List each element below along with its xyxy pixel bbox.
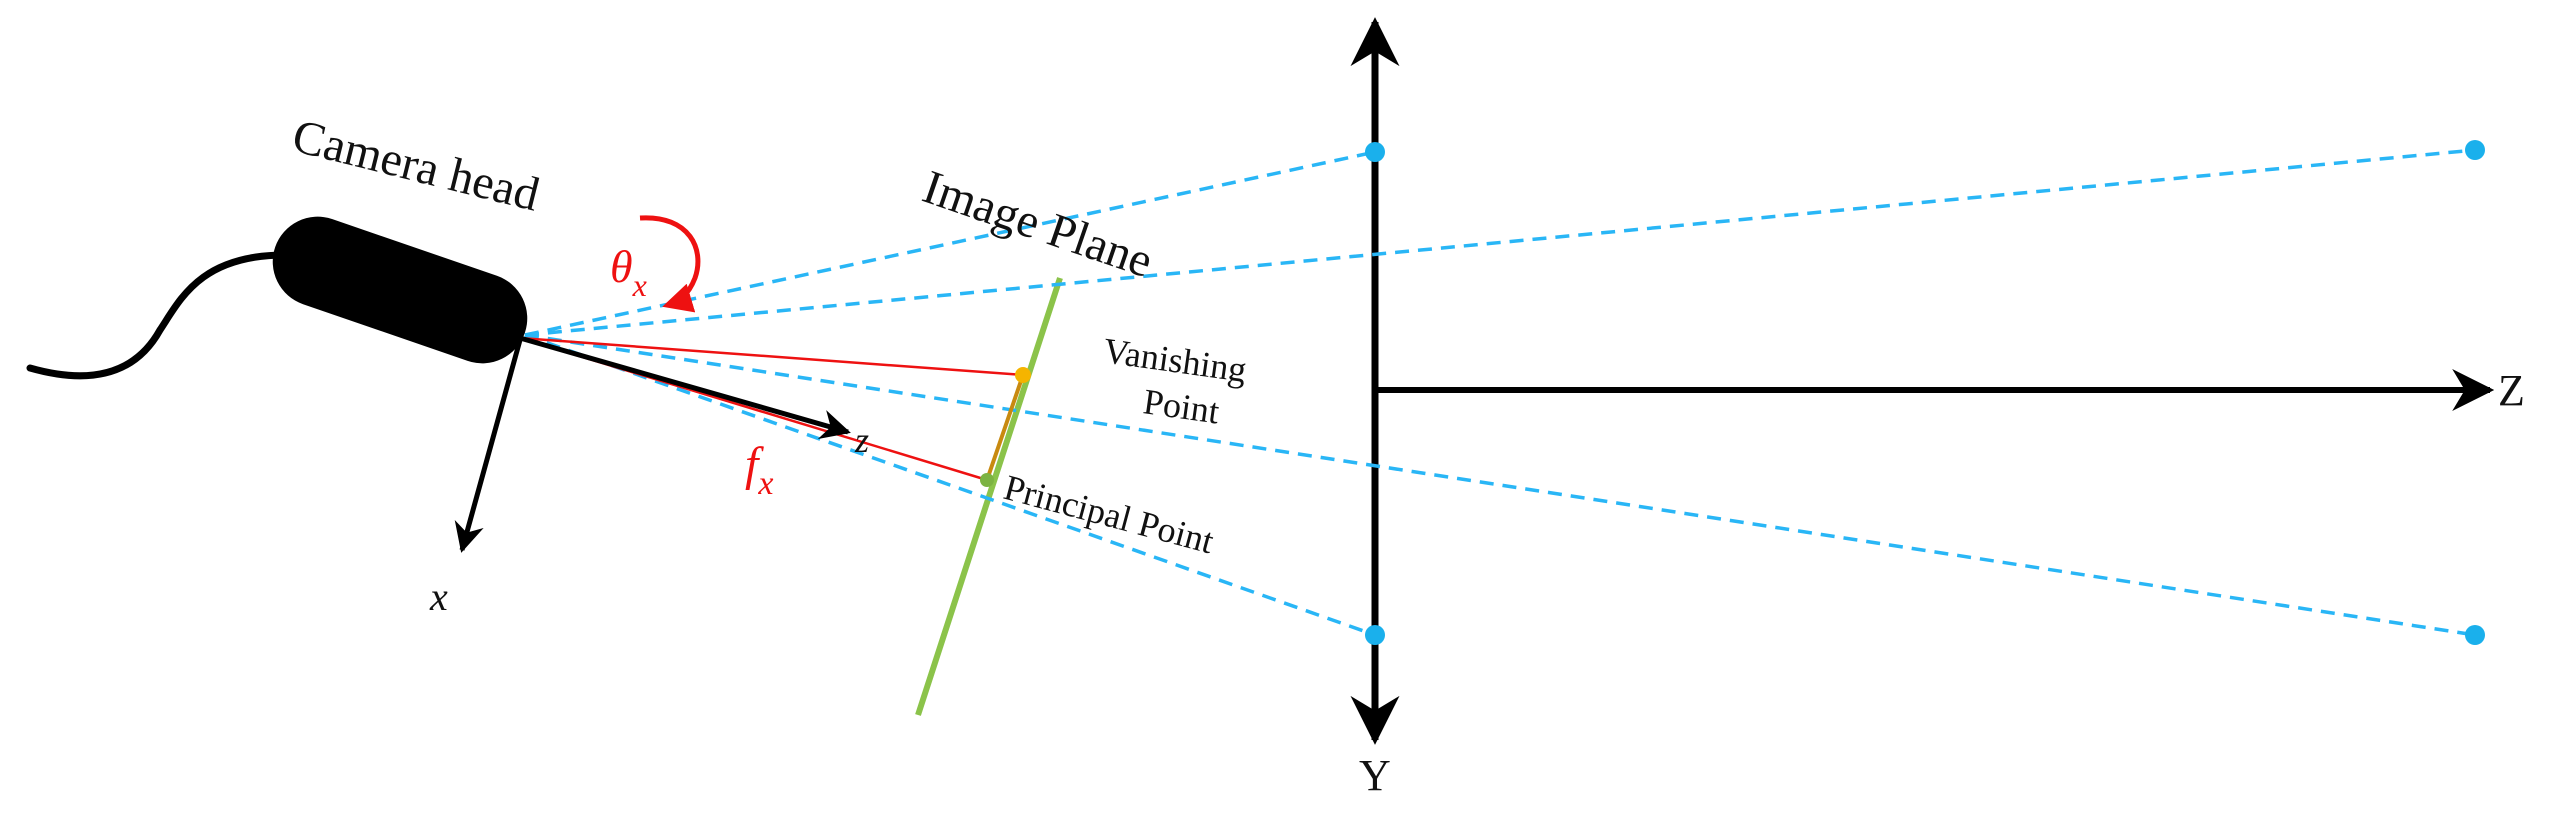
far-top-point	[2465, 140, 2485, 160]
camera-x-label: x	[429, 574, 448, 619]
vanishing-point-label-line1: Vanishing	[1101, 330, 1249, 390]
focal-line-to-vanishing-point	[519, 336, 1024, 377]
camera-x-axis	[454, 339, 523, 553]
far-bottom-point	[2465, 625, 2485, 645]
vanishing-point-label-line2: Point	[1141, 381, 1222, 431]
image-plane-label: Image Plane	[916, 160, 1159, 288]
world-z-label: Z	[2498, 366, 2525, 415]
focal-length-label: fx	[745, 438, 773, 502]
ray-to-far-bottom-point	[524, 333, 2476, 637]
near-top-point	[1365, 142, 1385, 162]
rotation-arrow-icon	[639, 215, 701, 313]
world-y-label: Y	[1359, 751, 1391, 800]
principal-to-vanishing-segment	[985, 374, 1025, 481]
camera-z-axis	[519, 335, 851, 439]
focal-subscript: x	[757, 465, 773, 502]
camera-z-label: z	[854, 420, 869, 460]
ray-to-near-bottom-point	[524, 333, 1376, 637]
camera-cable	[26, 251, 289, 380]
ray-to-far-top-point	[524, 148, 2476, 337]
camera-head-icon	[272, 216, 528, 364]
image-plane	[915, 277, 1063, 716]
theta-x-label: θx	[610, 241, 647, 303]
theta-subscript: x	[632, 267, 647, 303]
vanishing-point-marker	[1015, 367, 1031, 383]
theta-symbol: θ	[610, 241, 633, 292]
principal-point-marker	[980, 473, 994, 487]
near-bottom-point	[1365, 625, 1385, 645]
principal-point-label: Principal Point	[1000, 467, 1218, 561]
camera-head-label: Camera head	[287, 109, 544, 221]
